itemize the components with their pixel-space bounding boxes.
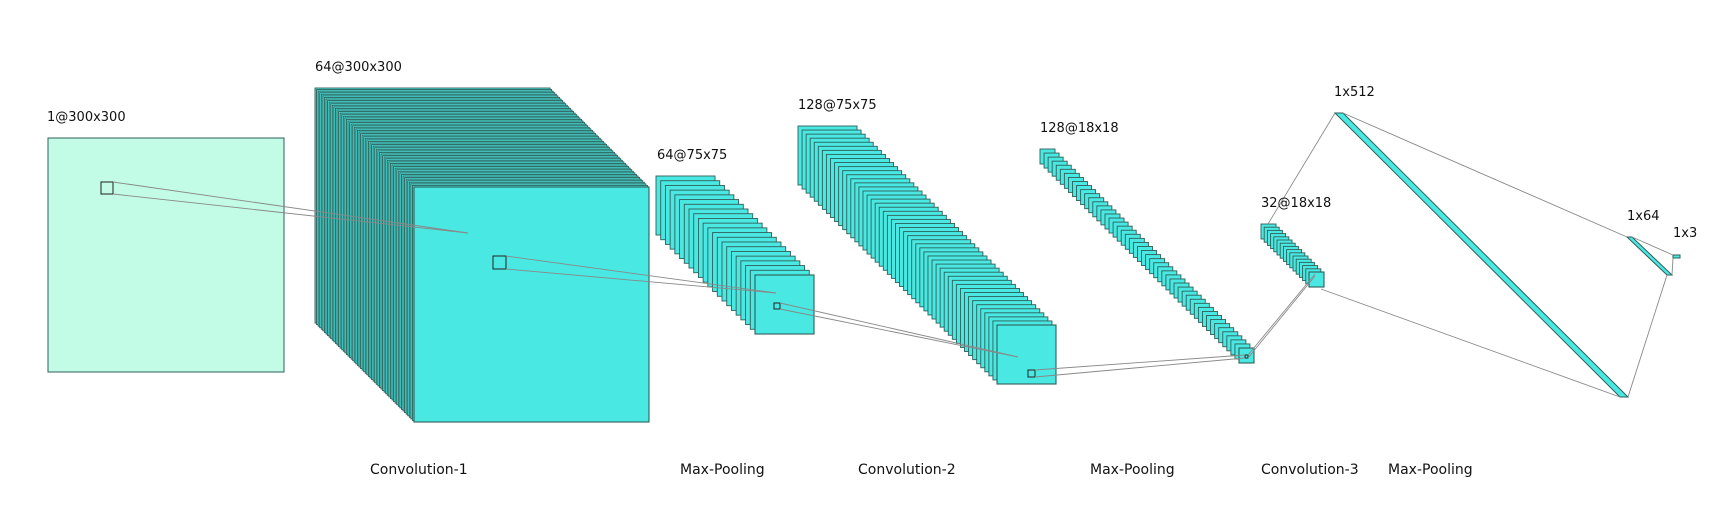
- pool1-layer-label: 64@75x75: [657, 148, 728, 163]
- connector-line: [1627, 274, 1668, 398]
- conv3-layer-label: 32@18x18: [1261, 196, 1332, 211]
- connector-line: [1671, 257, 1674, 276]
- connector-line: [1247, 273, 1316, 356]
- connector-line: [1247, 275, 1316, 359]
- connector-line: [505, 255, 777, 294]
- connector-line: [1034, 357, 1246, 378]
- front-feature-map: [413, 186, 650, 423]
- fc2-layer-label: 1x64: [1627, 209, 1660, 224]
- operation-label-max-pooling-2: Max-Pooling: [1090, 462, 1175, 478]
- connector-line: [112, 193, 469, 234]
- conv2-layer-label: 128@75x75: [798, 98, 877, 113]
- conv1-stack: [314, 87, 650, 423]
- fc1-layer: [1333, 112, 1630, 398]
- operation-label-convolution-1: Convolution-1: [370, 462, 468, 478]
- operation-label-convolution-2: Convolution-2: [858, 462, 956, 478]
- connector-line: [779, 308, 1019, 358]
- operation-label-max-pooling-3: Max-Pooling: [1388, 462, 1473, 478]
- connector-line: [779, 302, 1019, 358]
- connector-line: [1342, 112, 1628, 238]
- fc1-layer-label: 1x512: [1334, 85, 1375, 100]
- connector-line: [1631, 236, 1674, 256]
- operation-label-convolution-3: Convolution-3: [1261, 462, 1359, 478]
- connector-line: [112, 181, 469, 234]
- connector-line: [1034, 354, 1246, 371]
- conv1-layer-label: 64@300x300: [315, 60, 402, 75]
- input-layer-label: 1@300x300: [47, 110, 126, 125]
- connector-line: [505, 268, 777, 294]
- conv2-stack: [797, 125, 1057, 385]
- fc2-layer: [1625, 236, 1674, 276]
- kernel-window-conv1: [492, 255, 507, 270]
- front-feature-map: [754, 274, 815, 335]
- operation-label-max-pooling-1: Max-Pooling: [680, 462, 765, 478]
- fc3-layer: [1672, 254, 1681, 259]
- connector-line: [1267, 112, 1336, 225]
- conv3-stack: [1260, 223, 1325, 288]
- connector-lines: [112, 112, 1674, 398]
- pool2-stack: [1039, 148, 1255, 364]
- connector-line: [1320, 288, 1621, 398]
- front-feature-map: [1308, 271, 1325, 288]
- kernel-window-conv2: [1027, 369, 1036, 378]
- input-feature-map: [47, 137, 285, 373]
- pool1-stack: [655, 175, 815, 335]
- kernel-window-pool2: [1244, 354, 1249, 359]
- pool2-layer-label: 128@18x18: [1040, 121, 1119, 136]
- fc3-layer-label: 1x3: [1673, 226, 1698, 241]
- kernel-window-input: [100, 181, 114, 195]
- kernel-window-pool1: [773, 302, 781, 310]
